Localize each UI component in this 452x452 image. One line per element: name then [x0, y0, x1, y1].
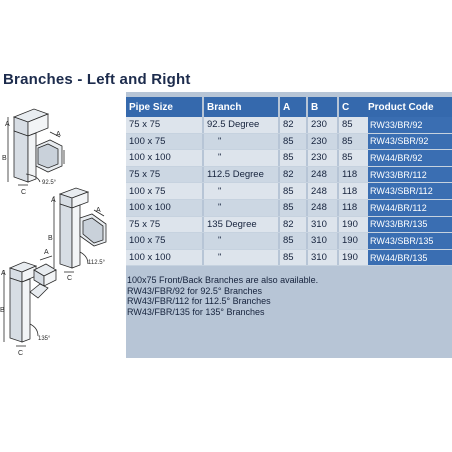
dim-label: A [1, 270, 6, 277]
cell-pipe-size: 100 x 100 [126, 249, 202, 267]
table-row: 75 x 75 92.5 Degree 82 230 85 RW33/BR/92 [126, 117, 452, 134]
cell-b: 230 [308, 117, 337, 134]
col-header-branch: Branch [204, 97, 278, 117]
cell-a: 85 [280, 133, 306, 151]
cell-pipe-size: 100 x 100 [126, 149, 202, 167]
cell-branch: " [204, 182, 278, 200]
col-header-pipe-size: Pipe Size [126, 97, 202, 117]
table-row: 100 x 75 " 85 230 85 RW43/SBR/92 [126, 133, 452, 151]
cell-a: 82 [280, 216, 306, 234]
cell-a: 85 [280, 232, 306, 250]
cell-product-code: RW44/BR/112 [368, 199, 452, 217]
cell-branch: 135 Degree [204, 216, 278, 234]
cell-branch: " [204, 232, 278, 250]
cell-c: 190 [339, 216, 368, 234]
cell-pipe-size: 75 x 75 [126, 216, 202, 234]
cell-c: 85 [339, 149, 368, 167]
cell-b: 310 [308, 249, 337, 267]
cell-pipe-size: 100 x 75 [126, 182, 202, 200]
cell-product-code: RW44/BR/92 [368, 149, 452, 167]
cell-product-code: RW43/SBR/112 [368, 182, 452, 200]
cell-a: 82 [280, 117, 306, 134]
dim-label: A [56, 131, 61, 138]
cell-c: 118 [339, 182, 368, 200]
dim-label: C [18, 350, 23, 357]
cell-b: 230 [308, 149, 337, 167]
branch-spec-table: Pipe Size Branch A B C Product Code 75 x… [126, 97, 452, 267]
cell-c: 118 [339, 166, 368, 184]
dim-label: C [21, 189, 26, 196]
cell-product-code: RW43/SBR/92 [368, 133, 452, 151]
dim-label: A [5, 121, 10, 128]
cell-pipe-size: 75 x 75 [126, 117, 202, 134]
table-row: 100 x 100 " 85 248 118 RW44/BR/112 [126, 199, 452, 217]
branch-112-drawing [53, 187, 107, 273]
cell-pipe-size: 100 x 75 [126, 133, 202, 151]
table-row: 100 x 100 " 85 310 190 RW44/BR/135 [126, 249, 452, 267]
cell-branch: " [204, 249, 278, 267]
branch-135-drawing [3, 255, 57, 347]
dim-label: 112.5° [88, 260, 106, 266]
cell-branch: 112.5 Degree [204, 166, 278, 184]
cell-b: 248 [308, 182, 337, 200]
cell-a: 85 [280, 199, 306, 217]
cell-b: 230 [308, 133, 337, 151]
cell-branch: " [204, 149, 278, 167]
page-title: Branches - Left and Right [3, 71, 191, 88]
cell-b: 310 [308, 232, 337, 250]
table-row: 75 x 75 112.5 Degree 82 248 118 RW33/BR/… [126, 166, 452, 184]
col-header-product-code: Product Code [368, 97, 452, 117]
branch-drawings-svg: A A B C 92.5° A A B C 112.5° A A B C 135… [0, 108, 107, 357]
dim-label: B [0, 307, 5, 314]
cell-product-code: RW44/BR/135 [368, 249, 452, 267]
cell-a: 85 [280, 182, 306, 200]
cell-pipe-size: 100 x 75 [126, 232, 202, 250]
branch-illustrations: A A B C 92.5° A A B C 112.5° A A B C 135… [0, 92, 126, 358]
dim-label: B [2, 155, 7, 162]
table-row: 100 x 75 " 85 248 118 RW43/SBR/112 [126, 182, 452, 200]
note-line: RW43/FBR/112 for 112.5° Branches [127, 296, 271, 307]
table-row: 100 x 100 " 85 230 85 RW44/BR/92 [126, 149, 452, 167]
dim-label: 135° [38, 336, 51, 342]
col-header-b: B [308, 97, 337, 117]
availability-notes: 100x75 Front/Back Branches are also avai… [127, 275, 447, 317]
cell-c: 118 [339, 199, 368, 217]
dim-label: A [96, 207, 101, 214]
cell-product-code: RW43/SBR/135 [368, 232, 452, 250]
cell-branch: " [204, 133, 278, 151]
cell-b: 248 [308, 166, 337, 184]
cell-pipe-size: 75 x 75 [126, 166, 202, 184]
dim-label: 92.5° [42, 180, 57, 186]
col-header-c: C [339, 97, 368, 117]
cell-b: 310 [308, 216, 337, 234]
cell-b: 248 [308, 199, 337, 217]
dim-label: B [48, 235, 53, 242]
table-row: 100 x 75 " 85 310 190 RW43/SBR/135 [126, 232, 452, 250]
col-header-a: A [280, 97, 306, 117]
cell-branch: " [204, 199, 278, 217]
cell-product-code: RW33/BR/135 [368, 216, 452, 234]
dim-label: A [44, 249, 49, 256]
cell-product-code: RW33/BR/112 [368, 166, 452, 184]
cell-c: 190 [339, 232, 368, 250]
cell-c: 85 [339, 133, 368, 151]
cell-c: 190 [339, 249, 368, 267]
cell-branch: 92.5 Degree [204, 117, 278, 134]
dim-label: A [51, 197, 56, 204]
branch-92-drawing [7, 108, 65, 186]
cell-product-code: RW33/BR/92 [368, 117, 452, 134]
cell-pipe-size: 100 x 100 [126, 199, 202, 217]
cell-a: 82 [280, 166, 306, 184]
note-line: RW43/FBR/135 for 135° Branches [127, 306, 265, 317]
cell-c: 85 [339, 117, 368, 134]
table-header-row: Pipe Size Branch A B C Product Code [126, 97, 452, 117]
cell-a: 85 [280, 249, 306, 267]
note-line: 100x75 Front/Back Branches are also avai… [127, 275, 319, 285]
table-row: 75 x 75 135 Degree 82 310 190 RW33/BR/13… [126, 216, 452, 234]
dim-label: C [67, 275, 72, 282]
note-line: RW43/FBR/92 for 92.5° Branches [127, 285, 262, 296]
cell-a: 85 [280, 149, 306, 167]
